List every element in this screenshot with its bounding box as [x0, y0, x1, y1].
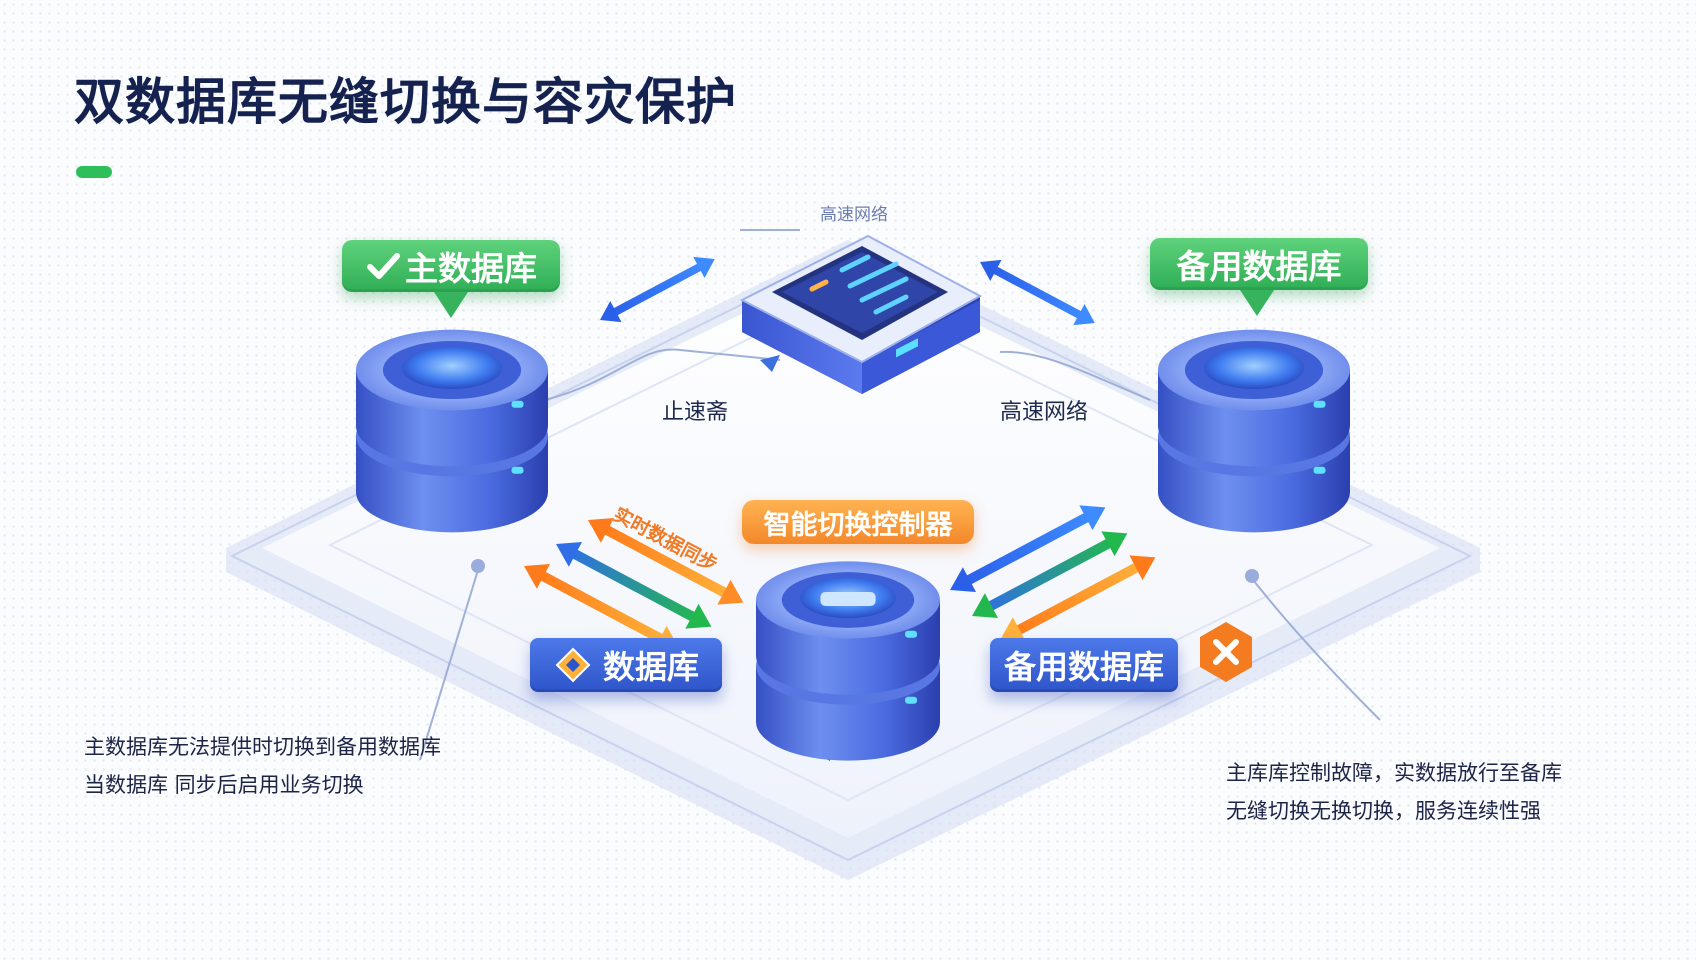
primary-db-label: 主数据库 — [405, 249, 537, 288]
primary-db-pointer — [434, 292, 468, 318]
top-server-label: 高速网络 — [820, 205, 888, 225]
note-right-line-1: 主库库控制故障，实数据放行至备库 — [1226, 761, 1562, 785]
primary-db-tag: 主数据库 — [342, 240, 560, 292]
note-left-line-2: 当数据库 同步后启用业务切换 — [84, 773, 364, 797]
backup-db-bottom-tag: 备用数据库 — [990, 638, 1178, 692]
controller-db-cylinder — [756, 561, 941, 761]
top-arrows — [600, 256, 1095, 372]
backup-db-pointer — [1240, 290, 1274, 316]
primary-db-cylinder — [356, 329, 548, 533]
note-left: 主数据库无法提供时切换到备用数据库 当数据库 同步后启用业务切换 — [84, 728, 441, 804]
db-tag-left: 数据库 — [530, 638, 722, 692]
sync-arrows-right — [950, 505, 1156, 643]
backup-db-top-tag: 备用数据库 — [1150, 238, 1368, 290]
controller-tag: 智能切换控制器 — [742, 500, 974, 544]
net-label-right: 高速网络 — [1000, 400, 1089, 425]
database-stacks — [356, 329, 1350, 761]
backup-db-bottom-label: 备用数据库 — [1003, 648, 1164, 686]
anchor-dot-right — [1245, 569, 1259, 583]
network-lines — [419, 229, 1381, 761]
backup-db-top-label: 备用数据库 — [1176, 247, 1342, 286]
net-label-left: 止速斋 — [662, 400, 729, 425]
check-icon — [365, 248, 401, 284]
controller-label: 智能切换控制器 — [763, 509, 953, 541]
close-icon — [1200, 622, 1252, 682]
switch-icon — [553, 645, 593, 685]
db-left-label: 数据库 — [602, 648, 699, 686]
anchor-dot-left — [471, 559, 485, 573]
backup-db-cylinder — [1158, 329, 1350, 533]
note-left-line-1: 主数据库无法提供时切换到备用数据库 — [84, 735, 441, 759]
note-right-line-2: 无缝切换无换切换，服务连续性强 — [1226, 799, 1541, 823]
note-right: 主库库控制故障，实数据放行至备库 无缝切换无换切换，服务连续性强 — [1226, 754, 1562, 830]
sync-arrows-left — [524, 517, 744, 651]
title-accent-bar — [76, 166, 112, 178]
page-title: 双数据库无缝切换与容灾保护 — [74, 73, 737, 131]
